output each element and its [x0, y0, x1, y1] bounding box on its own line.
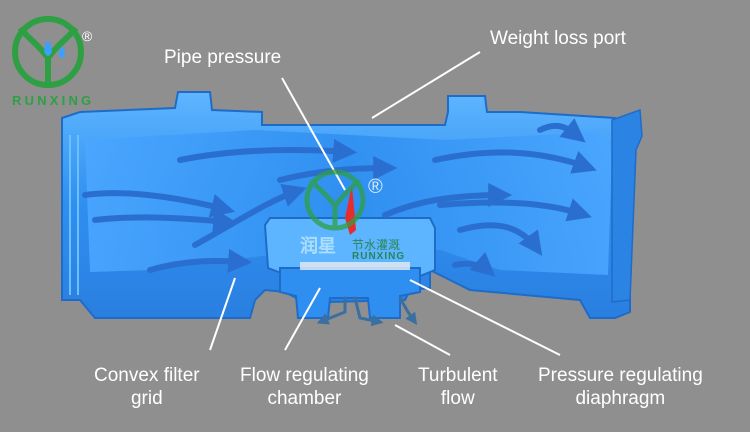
label-weight-loss-port: Weight loss port: [490, 28, 626, 49]
brand-name: RUNXING: [12, 93, 95, 108]
watermark-tagline: 节水灌溉: [352, 238, 401, 252]
watermark-chinese: 润星: [300, 236, 336, 256]
label-pressure-regulating-diaphragm: Pressure regulating diaphragm: [538, 364, 703, 410]
turbulent-arrows: [316, 296, 418, 327]
label-line: flow: [440, 388, 475, 409]
watermark-latin: RUNXING: [352, 251, 406, 262]
pressure-diaphragm: [300, 262, 410, 270]
label-turbulent-flow: Turbulent flow: [418, 364, 498, 410]
registered-mark: ®: [82, 28, 93, 44]
label-line: diaphragm: [575, 388, 666, 409]
label-line: chamber: [267, 388, 342, 409]
outlet-wall: [611, 108, 643, 303]
runxing-logo-icon: [12, 16, 84, 88]
label-pipe-pressure: Pipe pressure: [164, 47, 282, 68]
label-line: Turbulent: [418, 365, 498, 386]
flow-arrows: [82, 118, 597, 277]
label-flow-regulating-chamber: Flow regulating chamber: [240, 364, 369, 410]
label-line: grid: [130, 388, 163, 409]
label-convex-filter-grid: Convex filter grid: [94, 364, 200, 410]
convex-filter-grid-ridges: [69, 135, 79, 295]
watermark-logo-icon: [304, 169, 366, 231]
regulating-chamber-base: [279, 267, 421, 319]
label-line: Flow regulating: [240, 365, 369, 386]
watermark-registered-mark: ®: [368, 176, 383, 198]
label-line: Convex filter: [94, 365, 200, 386]
label-line: Pressure regulating: [538, 365, 703, 386]
